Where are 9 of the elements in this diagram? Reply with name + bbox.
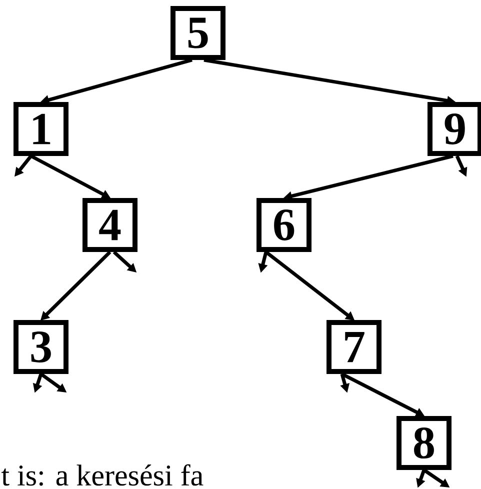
tree-node-box: 9 — [428, 102, 481, 156]
tree-node-box: 8 — [396, 416, 452, 470]
tree-node-box: 7 — [326, 320, 382, 374]
tree-node-box: 3 — [14, 320, 68, 374]
tree-node-box: 6 — [256, 198, 312, 252]
caption-text: t is: a keresési fa — [2, 464, 204, 486]
tree-node-box: 5 — [170, 6, 226, 60]
tree-node-box: 1 — [14, 102, 68, 156]
tree-node-box: 4 — [82, 198, 138, 252]
